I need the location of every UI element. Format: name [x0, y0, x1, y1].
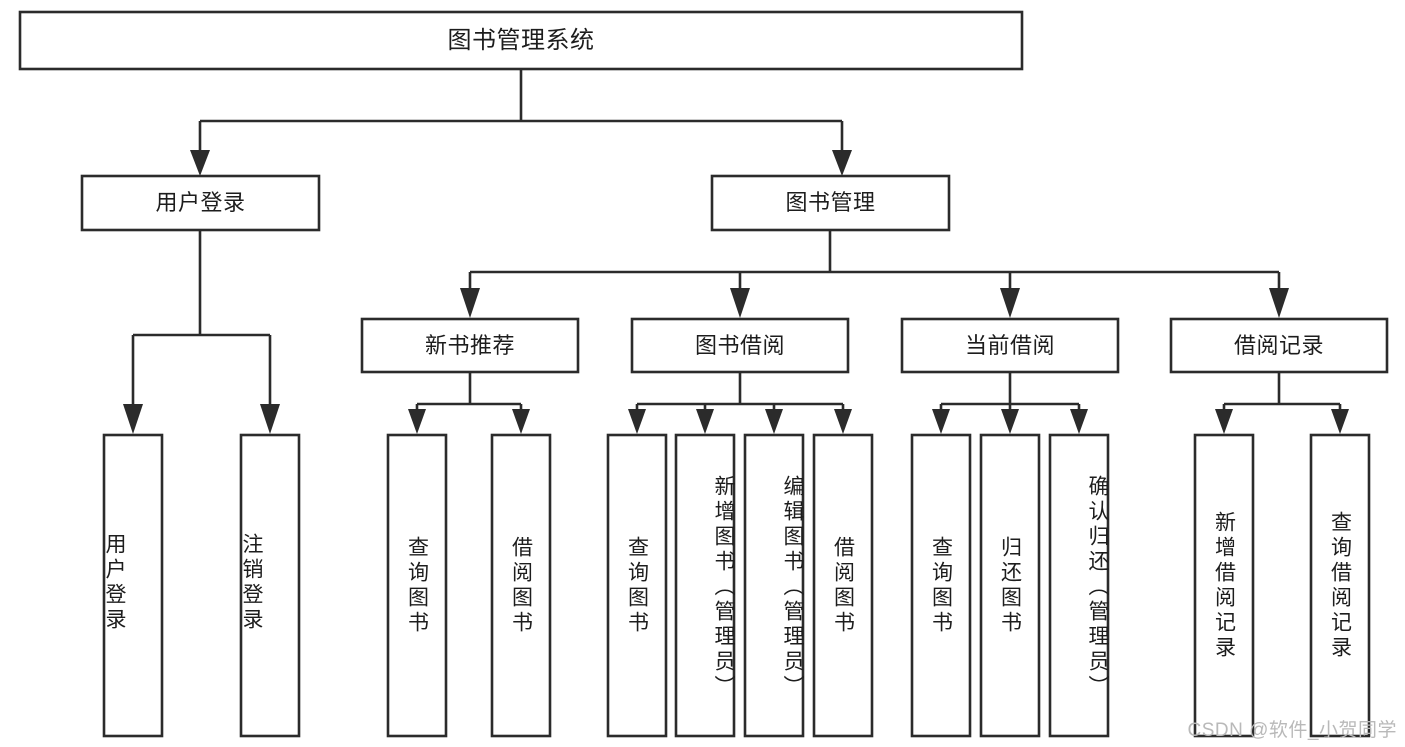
connector-user-login-to-leaves	[131, 230, 272, 405]
node-box-leaf-add-record[interactable]	[1193, 433, 1255, 738]
node-box-root[interactable]	[18, 10, 1024, 71]
connector-new-book-to-leaves	[415, 372, 523, 412]
node-box-book-manage[interactable]	[710, 174, 951, 232]
node-box-leaf-edit-book[interactable]	[743, 433, 805, 738]
node-box-leaf-borrow-book-2[interactable]	[812, 433, 874, 738]
arrowhead-current-borrow	[1000, 288, 1020, 318]
arrowhead-leaf-borrow-book-2	[834, 409, 852, 434]
node-box-current-borrow[interactable]	[900, 317, 1120, 374]
arrowhead-borrow-record	[1269, 288, 1289, 318]
node-box-leaf-user-login[interactable]	[102, 433, 164, 738]
arrowhead-leaf-confirm-return	[1070, 409, 1088, 434]
node-box-leaf-query-book-1[interactable]	[386, 433, 448, 738]
arrowhead-book-borrow	[730, 288, 750, 318]
connector-current-borrow-to-leaves	[939, 372, 1081, 412]
node-box-leaf-return-book[interactable]	[979, 433, 1041, 738]
arrowhead-new-book-recommend	[460, 288, 480, 318]
node-box-new-book-recommend[interactable]	[360, 317, 580, 374]
node-box-leaf-borrow-book-1[interactable]	[490, 433, 552, 738]
node-box-leaf-query-record[interactable]	[1309, 433, 1371, 738]
connector-root-to-level1	[198, 69, 844, 156]
connector-book-borrow-to-leaves	[635, 372, 845, 412]
arrowhead-leaf-query-book-2	[628, 409, 646, 434]
node-box-leaf-add-book[interactable]	[674, 433, 736, 738]
arrowhead-leaf-query-record	[1331, 409, 1349, 434]
node-box-leaf-confirm-return[interactable]	[1048, 433, 1110, 738]
node-box-book-borrow[interactable]	[630, 317, 850, 374]
arrowhead-book-manage	[832, 150, 852, 176]
arrowhead-leaf-logout	[260, 404, 280, 434]
arrowhead-leaf-borrow-book-1	[512, 409, 530, 434]
arrowhead-leaf-add-book	[696, 409, 714, 434]
arrowhead-leaf-return-book	[1001, 409, 1019, 434]
node-box-leaf-logout[interactable]	[239, 433, 301, 738]
watermark-text: CSDN @软件_小贺同学	[1187, 720, 1397, 741]
node-box-leaf-query-book-3[interactable]	[910, 433, 972, 738]
arrowhead-leaf-query-book-1	[408, 409, 426, 434]
connector-borrow-record-to-leaves	[1222, 372, 1342, 412]
arrowhead-leaf-edit-book	[765, 409, 783, 434]
node-box-borrow-record[interactable]	[1169, 317, 1389, 374]
arrowhead-leaf-add-record	[1215, 409, 1233, 434]
arrowhead-leaf-query-book-3	[932, 409, 950, 434]
node-box-leaf-query-book-2[interactable]	[606, 433, 668, 738]
arrowhead-leaf-user-login	[123, 404, 143, 434]
connector-book-manage-to-level2	[468, 230, 1281, 290]
arrowhead-user-login	[190, 150, 210, 176]
node-box-user-login[interactable]	[80, 174, 321, 232]
